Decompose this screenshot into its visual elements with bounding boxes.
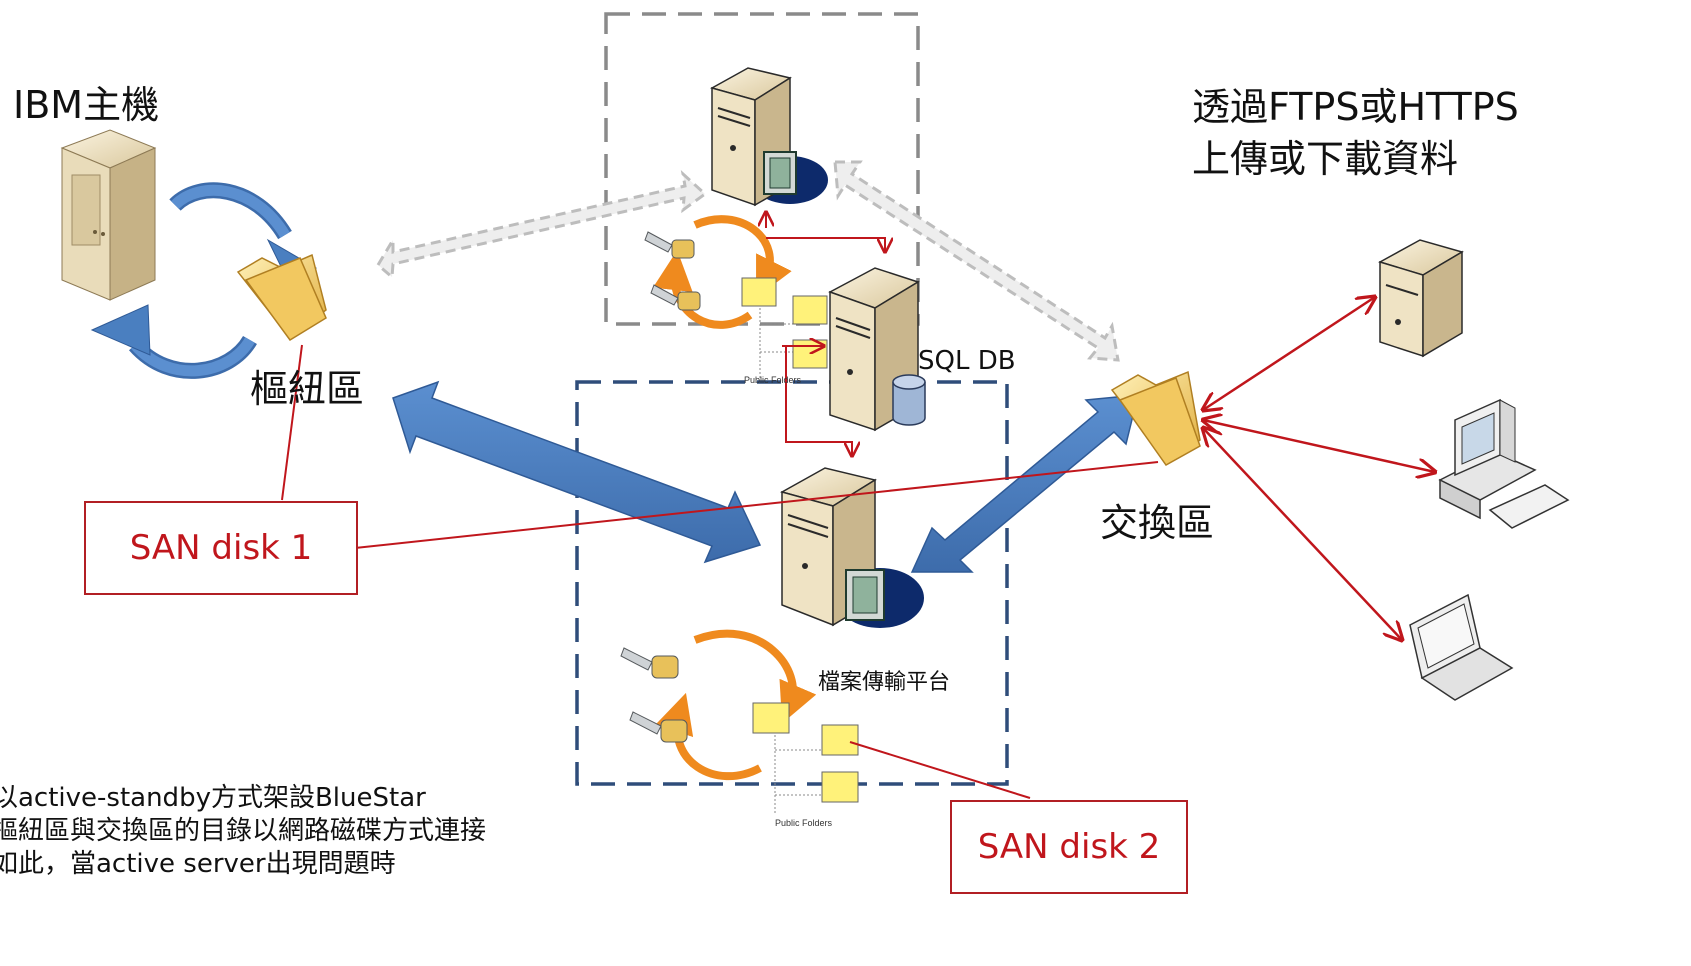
gray-arrow-active-to-exchange: [833, 160, 1120, 362]
ibm-tower-server-icon: [60, 129, 157, 301]
blue-arrow-hub-to-platform: [392, 380, 762, 564]
note-line-3: 如此，當active server出現問題時: [0, 849, 396, 879]
red-replication-arrows: [766, 212, 885, 456]
public-folders-caption-top: Public Folders: [744, 375, 802, 385]
file-platform-label: 檔案傳輸平台: [818, 670, 951, 695]
laptop-icon: [1409, 593, 1514, 701]
platform-server-icon: [780, 467, 924, 628]
upload-description-line1: 透過FTPS或HTTPS: [1192, 85, 1519, 129]
database-icon: [892, 374, 926, 426]
upload-description-line2: 上傳或下載資料: [1192, 137, 1459, 181]
san-disk-2-box: SAN disk 2: [950, 800, 1188, 894]
remote-server-icon: [1378, 239, 1464, 358]
ibm-host-label: IBM主機: [13, 83, 160, 127]
active-plug-icon-2: [650, 284, 701, 311]
active-replication-cycle-icon: [652, 215, 792, 329]
standby-plug-icon-2: [629, 711, 688, 743]
top-public-folders-icon: [741, 277, 828, 380]
gray-arrow-hub-to-active: [376, 169, 708, 281]
standby-server-group-box: [575, 380, 1009, 786]
desktop-computer-icon: [1438, 398, 1570, 529]
notes-text: 以active-standby方式架設BlueStar 樞紐區與交換區的目錄以網…: [0, 782, 486, 881]
ibm-sync-cycle-icon: [90, 182, 317, 379]
san-disk-leader-lines: [281, 344, 1159, 799]
san-disk-1-box: SAN disk 1: [84, 501, 358, 595]
active-server-icon: [710, 67, 828, 207]
bottom-public-folders-icon: [752, 702, 859, 815]
exchange-folder-icon: [1110, 370, 1201, 466]
hub-zone-label: 樞紐區: [250, 367, 365, 411]
active-plug-icon-1: [644, 231, 695, 259]
sql-db-label: SQL DB: [918, 346, 1016, 376]
standby-plug-icon-1: [620, 647, 679, 679]
exchange-zone-label: 交換區: [1100, 501, 1215, 545]
note-line-2: 樞紐區與交換區的目錄以網路磁碟方式連接: [0, 816, 487, 846]
note-line-1: 以active-standby方式架設BlueStar: [0, 783, 426, 813]
hub-folder-icon: [236, 253, 327, 341]
client-connection-arrows: [1203, 297, 1435, 640]
public-folders-caption-bottom: Public Folders: [775, 818, 833, 828]
